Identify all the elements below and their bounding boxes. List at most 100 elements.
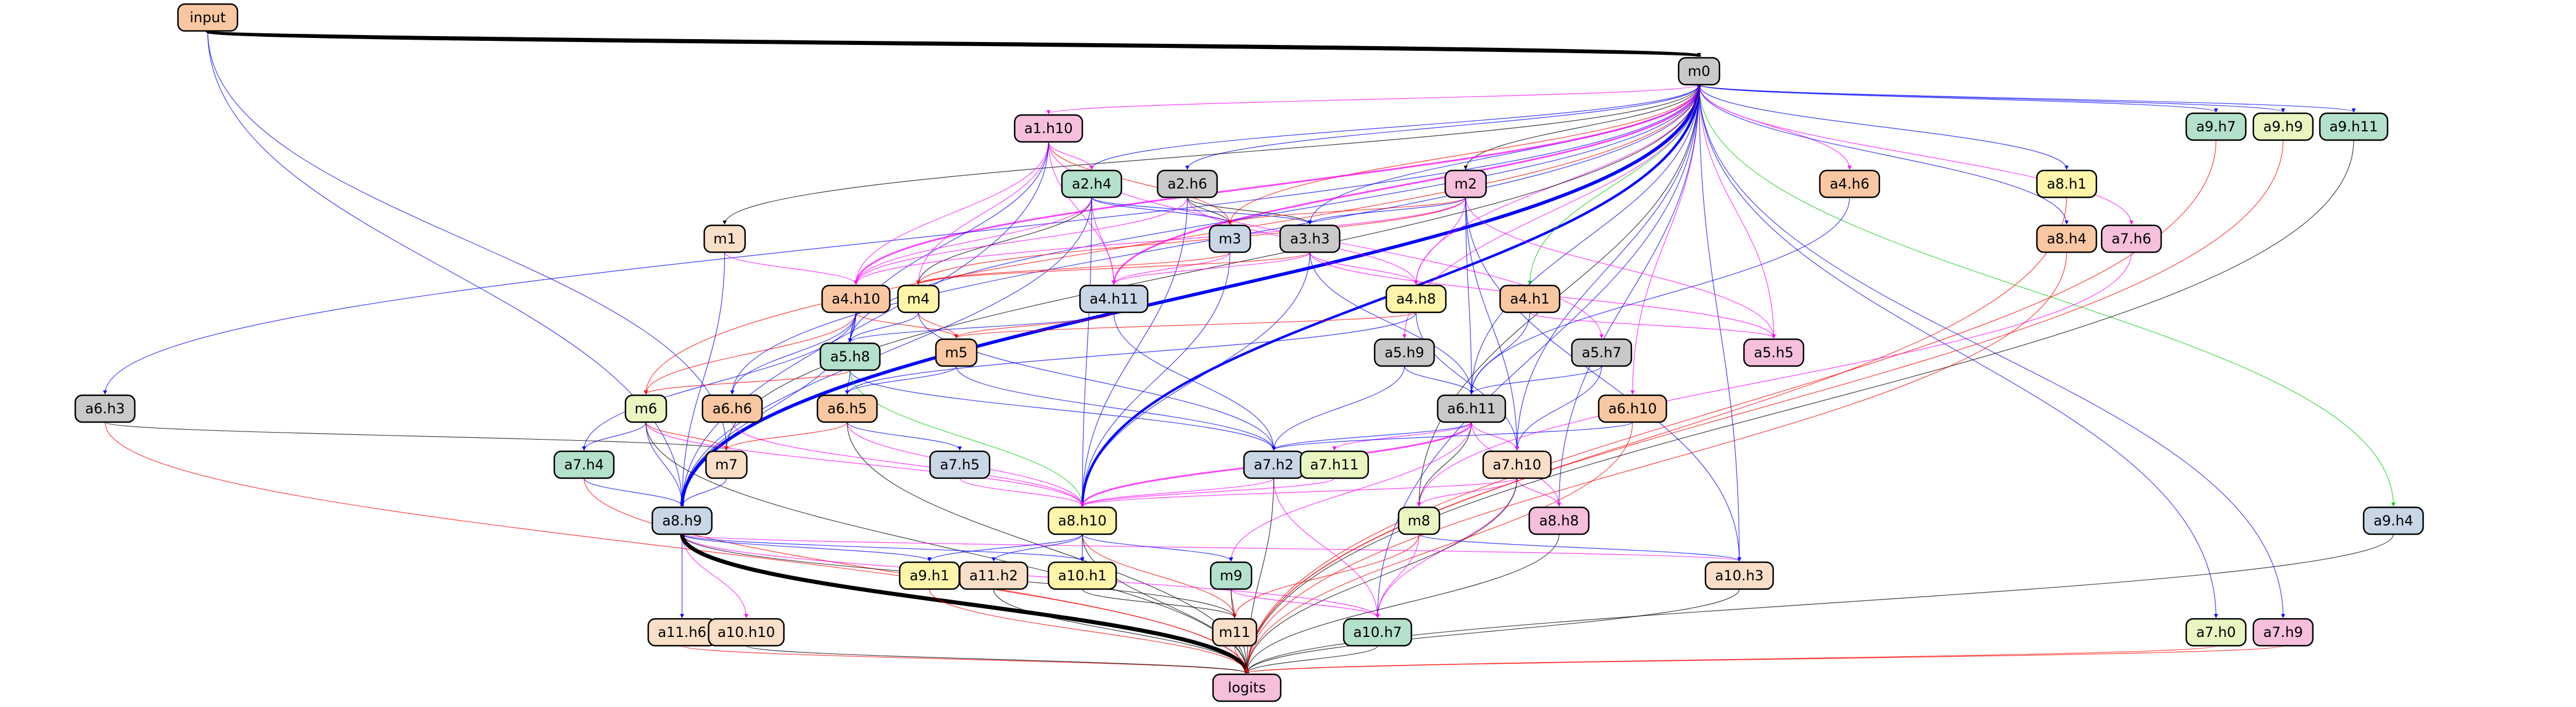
node-m8[interactable]: m8	[1397, 506, 1441, 535]
node-label: a8.h1	[2047, 176, 2086, 192]
node-label: m2	[1455, 176, 1477, 192]
node-input[interactable]: input	[177, 3, 239, 32]
node-box	[1743, 338, 1805, 367]
node-a1-h10[interactable]: a1.h10	[1013, 114, 1083, 143]
node-a5-h8[interactable]: a5.h8	[819, 342, 881, 371]
edge-path	[1245, 534, 2394, 674]
node-a11-h2[interactable]: a11.h2	[959, 561, 1029, 590]
node-label: a7.h5	[940, 457, 980, 473]
node-label: a4.h1	[1510, 291, 1550, 307]
node-label: a5.h9	[1385, 344, 1424, 361]
edge-a8.h10-to-m9	[1082, 534, 1233, 562]
node-a6-h10[interactable]: a6.h10	[1598, 394, 1668, 423]
node-a5-h7[interactable]: a5.h7	[1571, 338, 1633, 367]
edge-a2.h6-to-a3.h3	[1187, 197, 1312, 225]
node-m5[interactable]: m5	[935, 338, 978, 367]
edge-a6.h10-to-a7.h2	[1271, 422, 1633, 451]
node-label: m0	[1688, 63, 1711, 79]
node-a8-h10[interactable]: a8.h10	[1047, 506, 1117, 535]
edge-m0-to-a4.h10	[854, 84, 1700, 285]
node-a7-h2[interactable]: a7.h2	[1243, 450, 1305, 479]
edge-a5.h9-to-a7.h2	[1271, 365, 1405, 451]
edge-path	[730, 312, 857, 395]
edge-a7.h6-to-m8	[1417, 252, 2132, 507]
node-a8-h4[interactable]: a8.h4	[2036, 224, 2098, 253]
edge-path	[1271, 365, 1405, 451]
edge-a4.h1-to-a5.h5	[1529, 312, 1776, 339]
node-a6-h3[interactable]: a6.h3	[74, 394, 136, 423]
node-logits[interactable]: logits	[1212, 673, 1282, 702]
node-m1[interactable]: m1	[703, 224, 746, 253]
node-a5-h9[interactable]: a5.h9	[1373, 338, 1435, 367]
node-a9-h9[interactable]: a9.h9	[2252, 112, 2314, 141]
edge-path	[1698, 84, 2069, 170]
node-a2-h6[interactable]: a2.h6	[1156, 169, 1218, 198]
node-a10-h3[interactable]: a10.h3	[1704, 561, 1774, 590]
node-a6-h11[interactable]: a6.h11	[1436, 394, 1507, 423]
node-m0[interactable]: m0	[1677, 57, 1721, 86]
node-a7-h11[interactable]: a7.h11	[1299, 450, 1369, 479]
node-label: logits	[1228, 680, 1266, 696]
edge-path	[954, 312, 1114, 339]
node-a4-h10[interactable]: a4.h10	[821, 284, 891, 314]
node-a9-h1[interactable]: a9.h1	[899, 561, 960, 590]
edge-path	[1245, 140, 2354, 674]
node-box	[701, 394, 763, 423]
node-a9-h11[interactable]: a9.h11	[2319, 112, 2389, 141]
node-a2-h4[interactable]: a2.h4	[1061, 169, 1123, 198]
node-a4-h8[interactable]: a4.h8	[1385, 284, 1447, 314]
node-label: m4	[907, 291, 930, 307]
edge-path	[1469, 312, 1530, 395]
node-a7-h9[interactable]: a7.h9	[2252, 618, 2314, 647]
edge-a2.h6-to-a8.h10	[1080, 197, 1188, 507]
node-a6-h5[interactable]: a6.h5	[816, 394, 878, 423]
node-a7-h0[interactable]: a7.h0	[2185, 618, 2247, 647]
node-label: a6.h5	[827, 400, 867, 417]
node-m2[interactable]: m2	[1444, 169, 1487, 198]
node-a8-h1[interactable]: a8.h1	[2036, 169, 2098, 198]
edge-m6-to-a8.h9	[645, 422, 684, 507]
node-a9-h4[interactable]: a9.h4	[2362, 506, 2424, 535]
node-box	[708, 618, 785, 647]
node-a4-h11[interactable]: a4.h11	[1079, 284, 1149, 314]
node-a7-h4[interactable]: a7.h4	[553, 450, 615, 479]
node-a7-h10[interactable]: a7.h10	[1482, 450, 1552, 479]
node-m4[interactable]: m4	[897, 284, 940, 314]
node-a10-h10[interactable]: a10.h10	[708, 618, 785, 647]
node-m6[interactable]: m6	[624, 394, 667, 423]
edge-path	[1271, 422, 1472, 451]
edge-a1.h10-to-a8.h9	[680, 141, 1049, 507]
node-a5-h5[interactable]: a5.h5	[1743, 338, 1805, 367]
node-a11-h6[interactable]: a11.h6	[647, 618, 717, 647]
edge-path	[1465, 197, 1776, 339]
node-a3-h3[interactable]: a3.h3	[1279, 224, 1341, 253]
edge-m2-to-a7.h10	[1465, 197, 1519, 451]
node-a10-h1[interactable]: a10.h1	[1047, 561, 1117, 590]
edge-m5-to-a6.h5	[845, 365, 957, 395]
node-label: m3	[1219, 231, 1242, 247]
node-label: m11	[1219, 624, 1250, 640]
edge-a6.h11-to-m9	[1229, 422, 1472, 562]
node-label: m9	[1220, 567, 1243, 584]
node-a4-h1[interactable]: a4.h1	[1499, 284, 1561, 314]
edge-path	[1516, 478, 1561, 507]
node-a4-h6[interactable]: a4.h6	[1819, 169, 1881, 198]
edge-a6.h6-to-a8.h10	[732, 422, 1085, 507]
node-m7[interactable]: m7	[705, 450, 748, 479]
node-m11[interactable]: m11	[1212, 618, 1257, 647]
node-label: a11.h6	[658, 624, 706, 640]
node-a9-h7[interactable]: a9.h7	[2185, 112, 2247, 141]
node-a8-h8[interactable]: a8.h8	[1528, 506, 1590, 535]
edge-m2-to-m3	[1228, 197, 1466, 225]
node-a10-h7[interactable]: a10.h7	[1343, 618, 1413, 647]
node-a7-h5[interactable]: a7.h5	[929, 450, 991, 479]
node-a6-h6[interactable]: a6.h6	[701, 394, 763, 423]
edge-a2.h6-to-a4.h10	[854, 197, 1188, 285]
node-m3[interactable]: m3	[1208, 224, 1252, 253]
edge-path	[1698, 84, 2396, 507]
edge-a8.h1-to-logits	[1245, 197, 2067, 674]
node-a8-h9[interactable]: a8.h9	[651, 506, 713, 535]
edge-path	[1091, 197, 1116, 285]
node-a7-h6[interactable]: a7.h6	[2100, 224, 2162, 253]
node-m9[interactable]: m9	[1210, 561, 1253, 590]
